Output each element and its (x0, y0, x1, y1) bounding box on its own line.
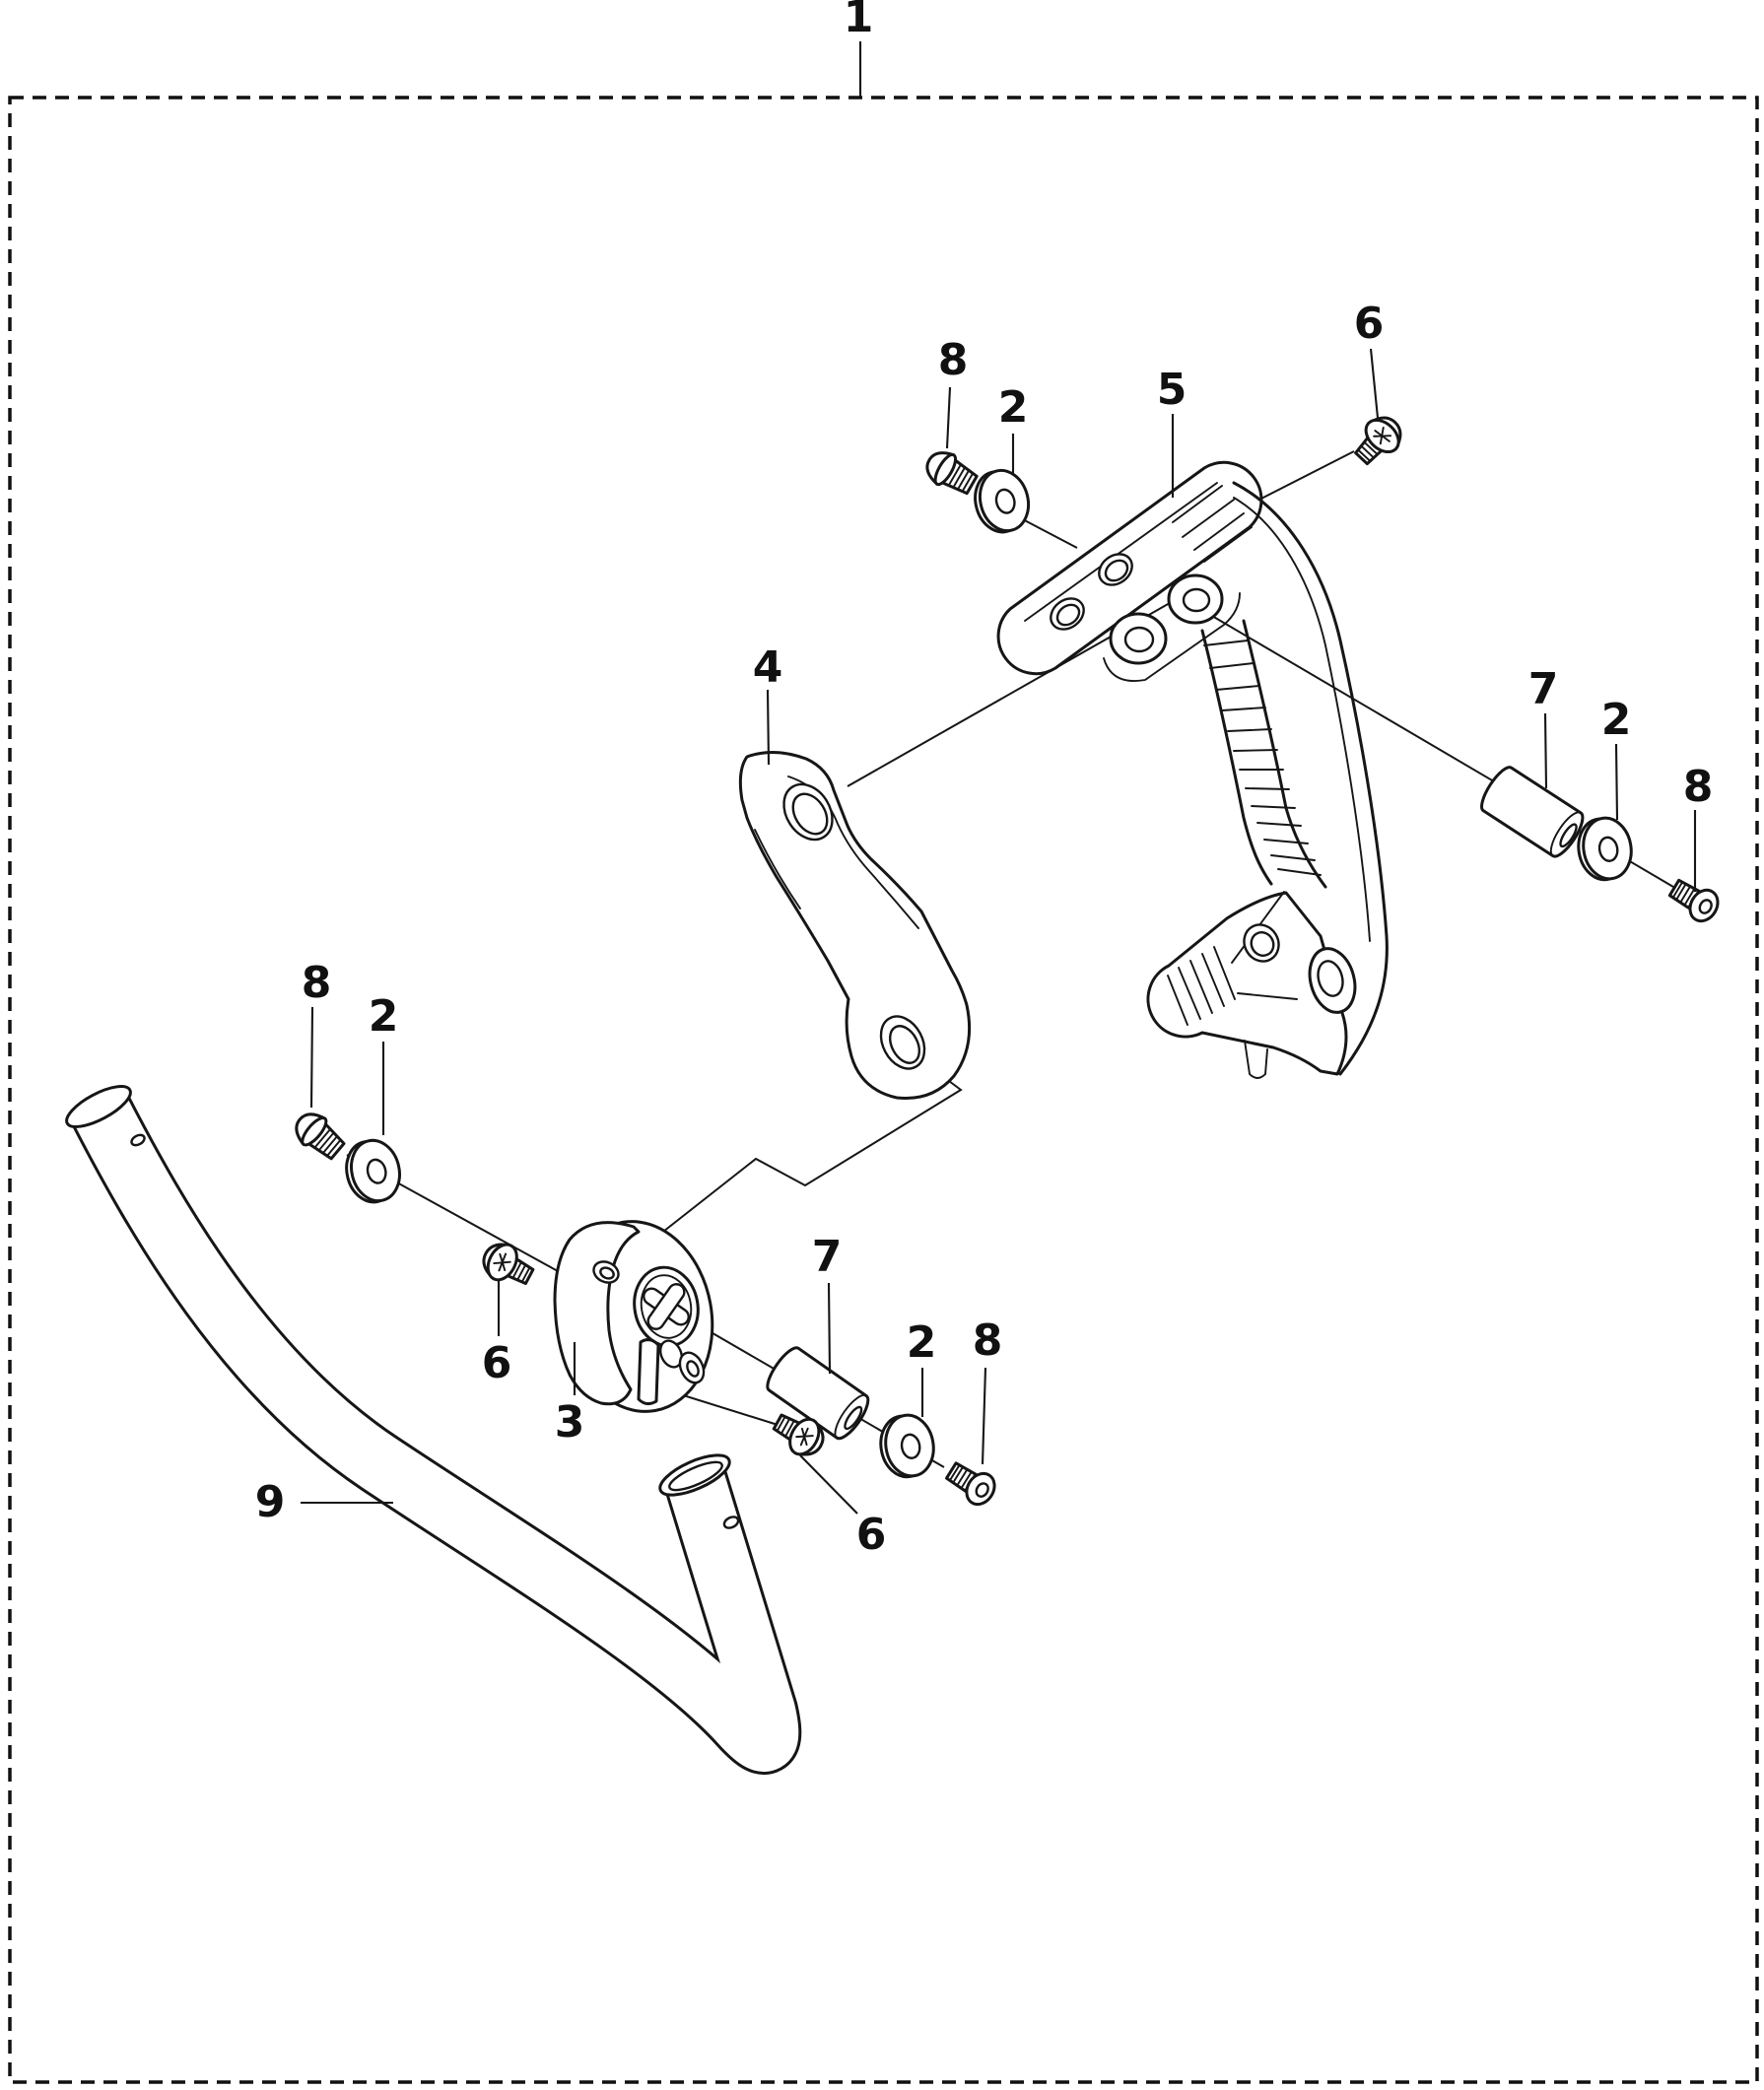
callout-leader-7 (827, 1282, 832, 1375)
callout-label-8: 8 (938, 335, 969, 385)
washer-2-bottom (874, 1409, 940, 1483)
washer-2-right (1572, 812, 1638, 886)
screw-8-left (287, 1105, 351, 1166)
callout-label-6: 6 (482, 1338, 512, 1388)
washer-2-left (338, 1133, 408, 1209)
callout-label-3: 3 (555, 1397, 585, 1448)
part-4-link-plate (738, 751, 972, 1101)
callout-leader-8 (945, 386, 952, 449)
callout-leader-4 (766, 689, 771, 766)
part-3-clamp (553, 1220, 714, 1413)
callout-leader-2 (1614, 743, 1619, 821)
spacer-7-right (1474, 762, 1591, 862)
part-5-handle-bracket (996, 460, 1389, 1079)
callout-leader-6 (1369, 348, 1380, 419)
screw-6-top-right (1346, 408, 1410, 473)
callout-label-9: 9 (255, 1477, 286, 1527)
callout-label-5: 5 (1157, 365, 1187, 415)
callout-label-4: 4 (753, 642, 783, 693)
callout-label-6: 6 (856, 1510, 887, 1560)
callout-label-2: 2 (1601, 695, 1632, 745)
part-9-handlebar-tube (65, 1085, 802, 1775)
callout-leader-7 (1543, 712, 1548, 789)
callout-label-2: 2 (907, 1317, 937, 1368)
washer-2-top (967, 463, 1037, 539)
callout-label-7: 7 (1528, 664, 1559, 714)
callout-leader-8 (309, 1006, 314, 1109)
callout-label-6: 6 (1354, 299, 1385, 349)
screw-6-middle (475, 1235, 540, 1295)
callout-label-8: 8 (973, 1315, 1003, 1366)
callout-leader-8 (981, 1367, 987, 1465)
callout-label-1: 1 (844, 0, 874, 42)
assembly-boundary-box (8, 96, 1759, 2084)
screw-8-top (918, 443, 983, 502)
callout-label-8: 8 (302, 958, 332, 1008)
screw-8-bottom (941, 1454, 1002, 1512)
alignment-lines (346, 450, 1674, 1468)
callout-label-2: 2 (369, 991, 399, 1042)
callout-label-7: 7 (812, 1232, 843, 1282)
callout-leader-6 (799, 1454, 858, 1515)
callout-label-2: 2 (998, 382, 1029, 433)
callout-label-8: 8 (1683, 762, 1714, 812)
